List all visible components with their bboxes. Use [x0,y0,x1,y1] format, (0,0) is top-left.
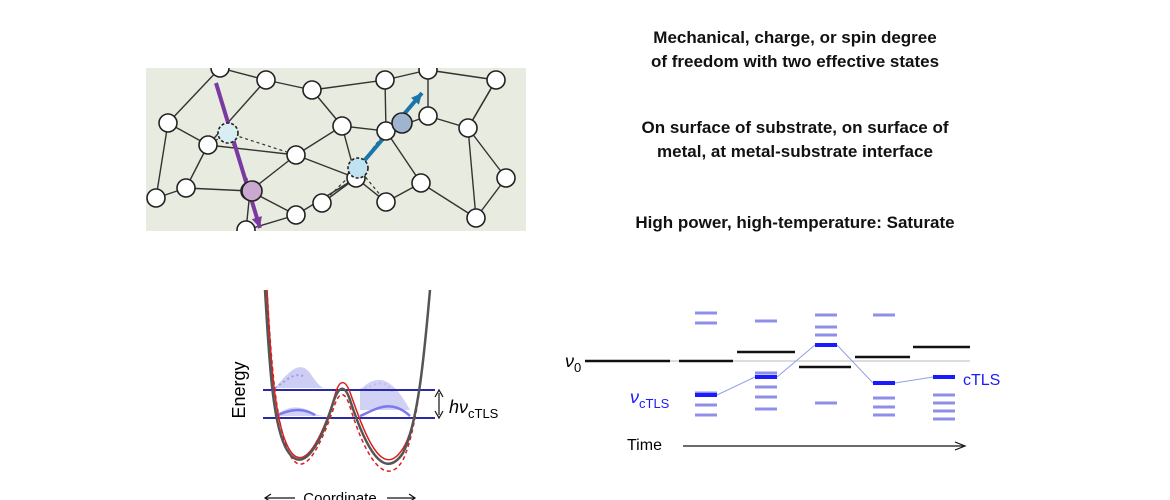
lattice-bond [155,122,169,199]
time-evolution-diagram: ν0 νcTLS cTLS Time [565,311,1000,454]
description-line-4: metal, at metal-substrate interface [657,142,933,161]
lattice-svg [146,58,516,240]
description-line-5: High power, high-temperature: Saturate [635,213,955,232]
time-axis-label: Time [627,437,662,454]
double-well-plot: Energy hνcTLS Coordinate [229,289,499,500]
purple-arrow-head [251,216,262,228]
description-line-1: Mechanical, charge, or spin degree [653,28,937,47]
ctls-trajectory [716,376,756,396]
coordinate-arrow-right-head [408,493,417,500]
lattice-bond [427,69,497,81]
defect-atom-blue [391,112,413,134]
blue-arrow-head [411,93,422,105]
lattice-atom [486,70,506,90]
lattice-atom [302,80,322,100]
lattice-atom [236,220,256,240]
purple-arrow [214,82,262,229]
lattice-atom [256,70,276,90]
lattice-bond [467,127,477,219]
lattice-atom [146,188,166,208]
lattice-atom [376,192,396,212]
lattice-bond [420,182,477,219]
lattice-atom [176,178,196,198]
splitting-arrow-head-down [434,410,444,420]
splitting-arrow-head-up [434,388,444,398]
lattice-atom [286,145,306,165]
wavefunction-upper-left-dots [274,374,306,389]
splitting-label: hνcTLS [449,397,499,421]
lattice-atom [411,173,431,193]
lattice-bond [385,130,422,184]
lattice-atom [158,113,178,133]
nu0-label: ν0 [565,351,581,375]
description-group-1: Mechanical, charge, or spin degree of fr… [560,26,1030,74]
description-group-3: High power, high-temperature: Saturate [560,211,1030,235]
lattice-atom [286,205,306,225]
time-axis-arrow-head [954,441,967,451]
wavefunction-lower-left [275,407,325,416]
wavefunction-upper-left [275,367,325,388]
defect-atom-purple [241,180,263,202]
lattice-atom [332,116,352,136]
ctls-trajectory [836,344,874,384]
lattice-atom [312,193,332,213]
potential-curve-gray [263,289,432,465]
lattice-atom [458,118,478,138]
lattice-bond [467,127,507,179]
ctls-trajectory [776,344,816,378]
defect-vacancy-left [217,122,239,144]
lattice-illustration [146,58,526,240]
ctls-label: cTLS [963,372,1000,389]
lattice-atom [466,208,486,228]
wavefunction-lower-curve-right [359,405,411,418]
coordinate-arrow-left-head [263,493,272,500]
lattice-bond [311,79,386,91]
lattice-atom [418,106,438,126]
description-line-3: On surface of substrate, on surface of [641,118,949,137]
nu-ctls-label: νcTLS [630,387,670,411]
lattice-bond [207,144,297,156]
wavefunction-right-lobe [360,379,410,410]
lattice-atom [198,135,218,155]
energy-axis-label: Energy [229,361,249,418]
lattice-bond [295,154,357,179]
ctls-trajectory [894,376,934,384]
lattice-atom [496,168,516,188]
description-group-2: On surface of substrate, on surface of m… [560,116,1030,164]
coordinate-axis-label: Coordinate [303,490,376,500]
lattice-atom [418,60,438,80]
defect-vacancy-right [347,157,369,179]
lattice-bond [185,187,251,192]
description-line-2: of freedom with two effective states [650,52,940,71]
lattice-bond [167,67,221,124]
lattice-atom [375,70,395,90]
